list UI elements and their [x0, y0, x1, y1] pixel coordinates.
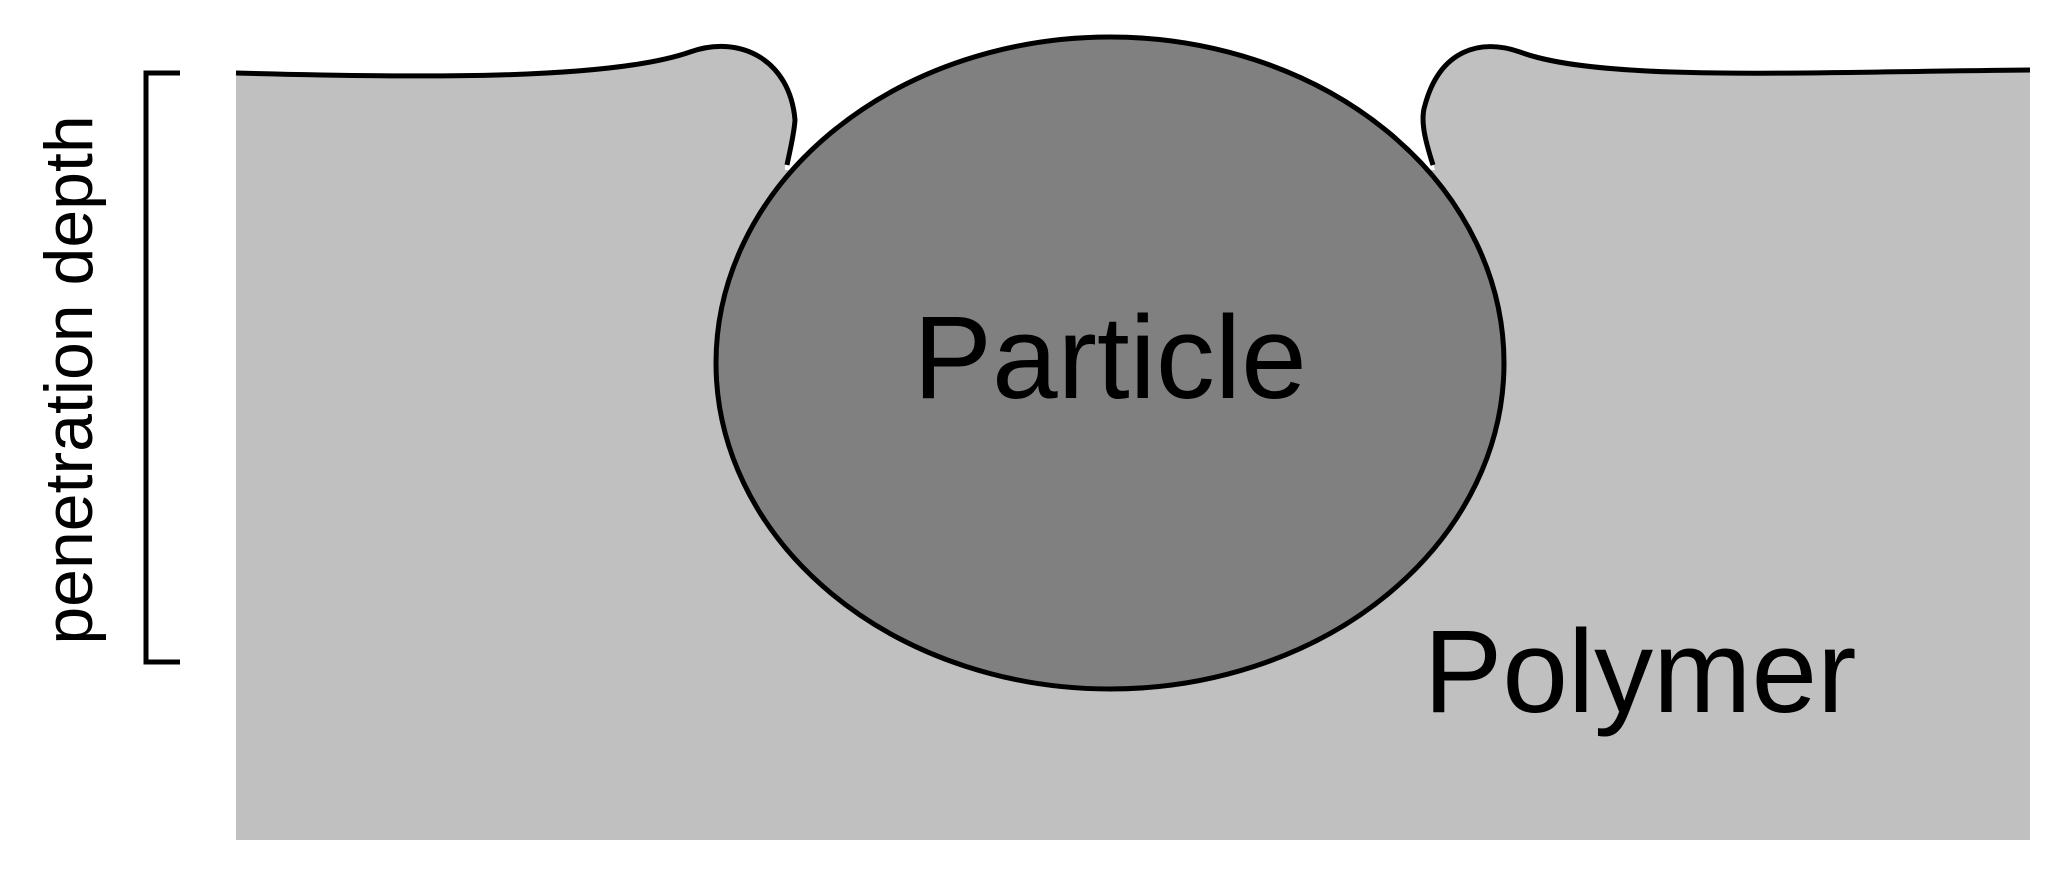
polymer-label: Polymer	[1424, 606, 1857, 738]
polymer-surface-line-right	[1420, 44, 2031, 166]
penetration-depth-bracket	[143, 70, 180, 665]
particle-shape	[713, 34, 1507, 692]
penetration-depth-label: penetration depth	[31, 115, 107, 644]
particle-label: Particle	[913, 292, 1306, 424]
polymer-surface-line	[235, 43, 798, 166]
